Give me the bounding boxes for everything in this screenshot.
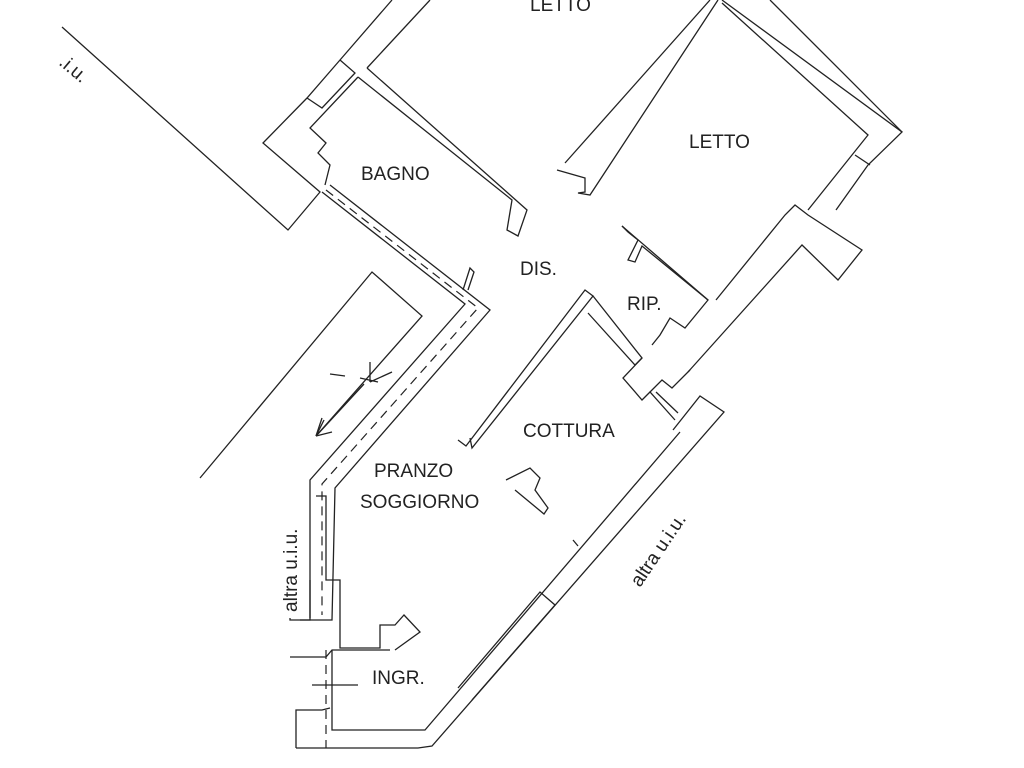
room-label-rip: RIP.	[627, 294, 662, 315]
walls	[61, 0, 904, 749]
room-label-cottura: COTTURA	[523, 421, 615, 442]
neighbour-label-top-left: .i.u.	[55, 52, 92, 88]
room-label-letto-top: LETTO	[530, 0, 591, 16]
room-label-pranzo: PRANZO	[374, 461, 453, 482]
room-label-dis: DIS.	[520, 259, 557, 280]
neighbour-label-left: altra u.i.u.	[281, 529, 302, 612]
neighbour-labels: .i.u. altra u.i.u. altra u.i.u.	[55, 52, 691, 612]
room-label-bagno: BAGNO	[361, 164, 430, 185]
room-labels: LETTO LETTO BAGNO DIS. RIP. COTTURA PRAN…	[360, 0, 750, 689]
room-label-letto: LETTO	[689, 132, 750, 153]
neighbour-label-right: altra u.i.u.	[627, 510, 691, 591]
room-label-soggiorno: SOGGIORNO	[360, 492, 479, 513]
room-label-ingr: INGR.	[372, 668, 425, 689]
